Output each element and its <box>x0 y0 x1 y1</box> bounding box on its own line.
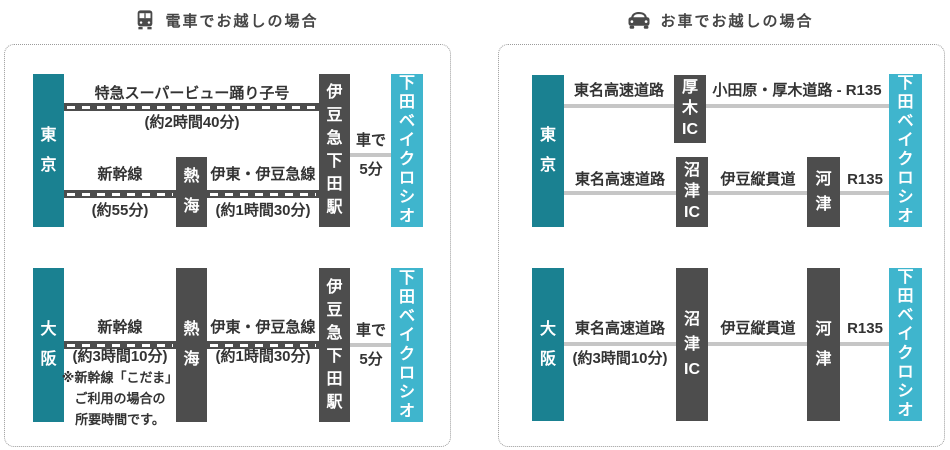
road-label-tomei-numazu-tokyo: 東名高速道路 <box>574 171 666 188</box>
station-box-atami-tokyo: 熱海 <box>176 157 207 227</box>
destination-box-train-osaka: 下田ベイクロシオ <box>391 268 423 422</box>
shinkansen-kodama-note: ※新幹線「こだま」 ご利用の場合の 所要時間です。 <box>62 367 178 430</box>
road-line-izu-jukando-osaka <box>708 342 807 346</box>
road-label-r135-tokyo: R135 <box>847 171 883 188</box>
route-label-shinkansen-tokyo: 新幹線 <box>97 166 143 183</box>
transfer-road-line-osaka <box>350 343 391 347</box>
road-line-odawara-r135 <box>706 104 889 108</box>
car-section-title: お車でお越しの場合 <box>660 12 814 30</box>
car-tokyo-origin-box: 東京 <box>532 75 564 227</box>
via-box-kawazu-tokyo: 河津 <box>807 157 840 227</box>
transfer-label-tokyo-2: 5分 <box>359 161 383 178</box>
rail-line-izukyu-tokyo <box>207 190 319 198</box>
road-time-tomei-osaka: (約3時間10分) <box>572 350 668 367</box>
station-box-izukyu-shimoda-tokyo: 伊豆急下田駅 <box>319 74 350 227</box>
route-time-izukyu-osaka: (約1時間30分) <box>215 348 311 365</box>
road-label-izu-jukando-tokyo: 伊豆縦貫道 <box>720 171 796 188</box>
route-time-limited-express: (約2時間40分) <box>144 114 240 131</box>
route-label-izukyu-osaka: 伊東・伊豆急線 <box>210 319 316 336</box>
train-icon <box>134 9 156 31</box>
route-time-shinkansen-osaka: (約3時間10分) <box>72 348 168 365</box>
route-label-izukyu-tokyo: 伊東・伊豆急線 <box>210 166 316 183</box>
route-time-izukyu-tokyo: (約1時間30分) <box>215 202 311 219</box>
train-section-header: 電車でお越しの場合 <box>4 5 449 35</box>
destination-box-car-tokyo: 下田ベイクロシオ <box>889 74 922 227</box>
station-box-atami-osaka: 熱海 <box>176 268 207 422</box>
note-line-3: 所要時間です。 <box>75 412 165 427</box>
route-label-limited-express: 特急スーパービュー踊り子号 <box>94 85 290 102</box>
destination-box-train-tokyo: 下田ベイクロシオ <box>391 74 423 227</box>
route-label-shinkansen-osaka: 新幹線 <box>97 319 143 336</box>
road-line-izu-jukando-tokyo <box>708 191 807 195</box>
rail-line-shinkansen-tokyo <box>64 190 176 198</box>
transfer-road-line-tokyo <box>350 153 391 157</box>
road-line-r135-tokyo <box>840 191 889 195</box>
road-line-r135-osaka <box>840 342 889 346</box>
transfer-label-osaka-1: 車で <box>355 322 387 339</box>
road-line-tomei-atsugi <box>564 104 674 108</box>
train-section-title: 電車でお越しの場合 <box>165 12 319 30</box>
destination-box-car-osaka: 下田ベイクロシオ <box>889 268 922 421</box>
road-line-tomei-numazu-tokyo <box>564 191 676 195</box>
car-icon <box>627 9 651 31</box>
note-line-2: ご利用の場合の <box>74 391 166 406</box>
transfer-label-osaka-2: 5分 <box>359 351 383 368</box>
note-line-1: ※新幹線「こだま」 <box>61 370 179 385</box>
via-box-kawazu-osaka: 河津 <box>807 268 840 421</box>
road-label-tomei-atsugi: 東名高速道路 <box>573 82 665 99</box>
transfer-label-tokyo-1: 車で <box>355 132 387 149</box>
train-directions-panel: 東京 特急スーパービュー踊り子号 (約2時間40分) 新幹線 (約55分) 熱海… <box>4 44 451 447</box>
road-label-odawara-r135: 小田原・厚木道路 - R135 <box>712 82 882 99</box>
car-section-header: お車でお越しの場合 <box>498 5 943 35</box>
road-label-tomei-osaka: 東名高速道路 <box>574 320 666 337</box>
rail-line-izukyu-osaka <box>207 341 319 349</box>
car-osaka-origin-box: 大阪 <box>532 268 564 421</box>
station-box-izukyu-shimoda-osaka: 伊豆急下田駅 <box>319 268 350 422</box>
train-tokyo-origin-box: 東京 <box>33 74 64 227</box>
rail-line-shinkansen-osaka <box>64 341 176 349</box>
road-label-r135-osaka: R135 <box>847 320 883 337</box>
road-label-izu-jukando-osaka: 伊豆縦貫道 <box>720 320 796 337</box>
rail-line-limited-express <box>64 103 319 111</box>
train-osaka-origin-box: 大阪 <box>33 268 64 422</box>
route-time-shinkansen-tokyo: (約55分) <box>91 202 149 219</box>
road-line-tomei-osaka <box>564 342 676 346</box>
